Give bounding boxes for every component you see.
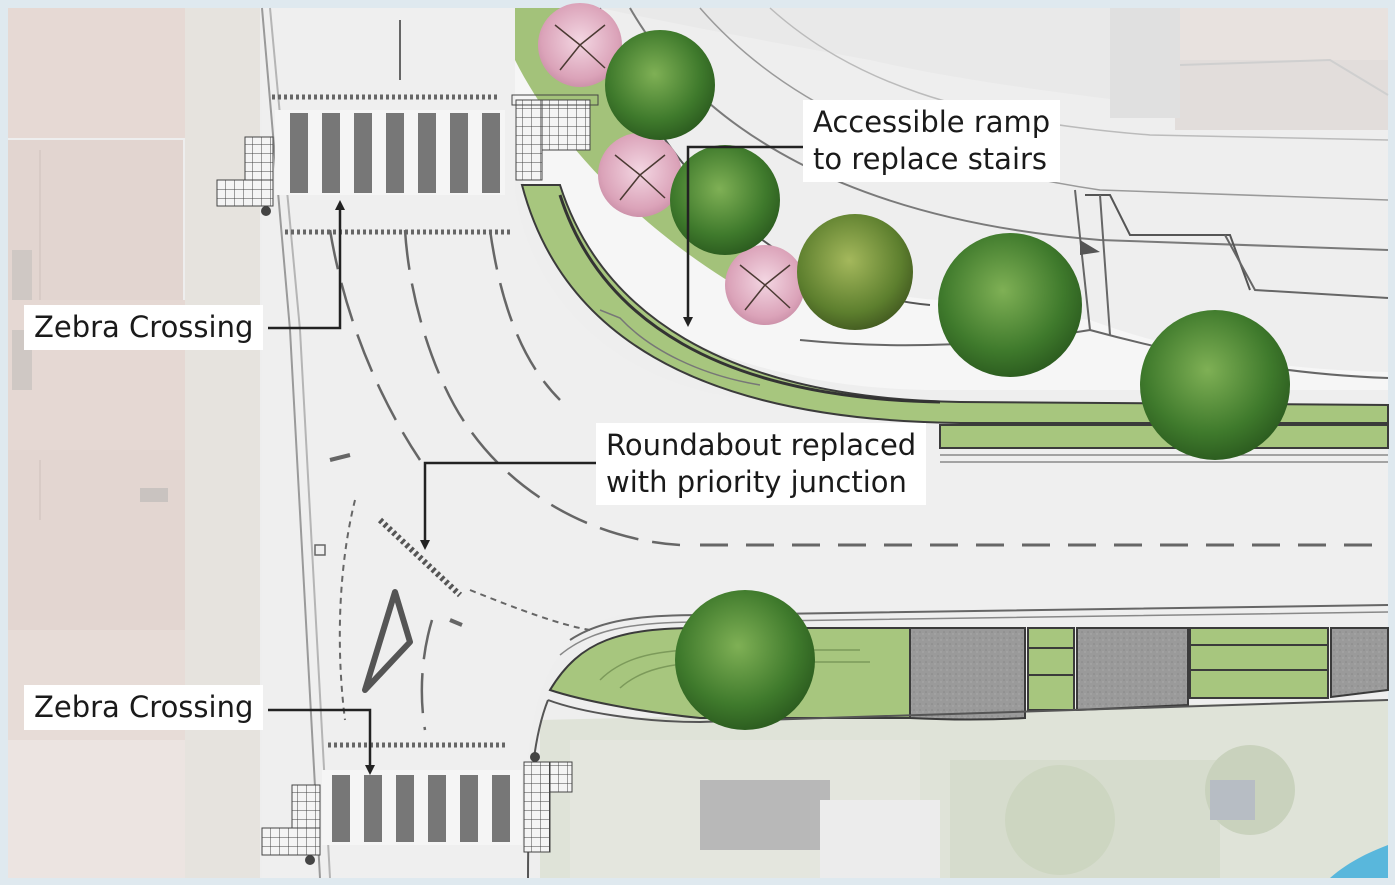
- arrow-down-icon: [268, 145, 808, 775]
- ramp-annotation: Accessible ramp to replace stairs: [803, 100, 1061, 182]
- tactile-paving-icon: [216, 94, 599, 856]
- zebra-crossing-top-text: Zebra Crossing: [34, 310, 254, 344]
- lane-markings: [314, 20, 1388, 731]
- tree-icon: [605, 30, 1290, 730]
- zebra-crossing-top-label: Zebra Crossing: [24, 305, 264, 350]
- blossom-tree-icon: [538, 3, 805, 325]
- roundabout-annotation: Roundabout replaced with priority juncti…: [596, 423, 927, 505]
- left-buildings: [8, 8, 260, 878]
- ramp-annotation-line1: Accessible ramp: [813, 105, 1051, 139]
- zebra-crossing-icon: [322, 770, 522, 845]
- roundabout-annotation-line2: with priority junction: [606, 465, 907, 499]
- top-right-buildings: [600, 8, 1389, 130]
- zebra-crossing-icon: [275, 110, 505, 195]
- stop-lines: [272, 94, 510, 748]
- bottom-right-gardens: [540, 700, 1388, 878]
- ramp-annotation-line2: to replace stairs: [813, 142, 1048, 176]
- traffic-island-icon: [362, 589, 413, 693]
- roundabout-annotation-line1: Roundabout replaced: [606, 428, 917, 462]
- zebra-crossing-bottom-label: Zebra Crossing: [24, 685, 264, 730]
- zebra-crossing-bottom-text: Zebra Crossing: [34, 690, 254, 724]
